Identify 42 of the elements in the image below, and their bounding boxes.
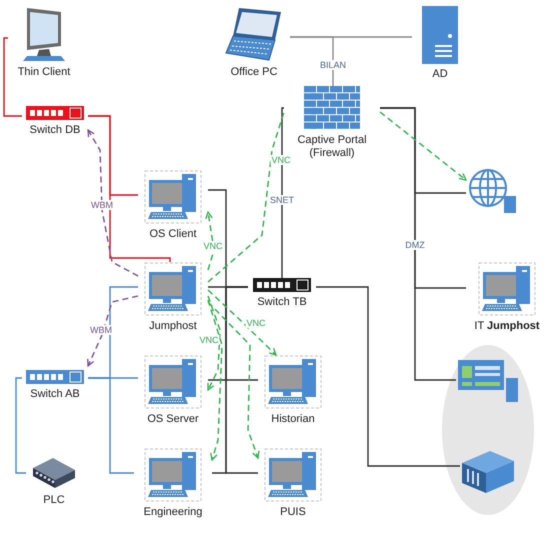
connection-line bbox=[3, 37, 22, 117]
node-label: OS Client bbox=[149, 228, 197, 241]
node-label: PUIS bbox=[280, 506, 306, 519]
connection-line bbox=[225, 286, 258, 474]
node-label: Switch AB bbox=[30, 388, 80, 401]
dashed-arrow bbox=[87, 129, 138, 277]
dashed-arrow bbox=[207, 296, 221, 391]
node-label: Switch DB bbox=[30, 124, 80, 137]
dashed-arrow bbox=[208, 302, 260, 459]
connection-line bbox=[88, 377, 134, 474]
edge-label: VNC bbox=[246, 318, 266, 328]
node-label: Switch TB bbox=[257, 296, 307, 309]
edge-label: DMZ bbox=[404, 240, 426, 250]
edge-label: SNET bbox=[269, 195, 295, 205]
connection-line bbox=[316, 286, 460, 467]
node-label: IT Jumphost bbox=[474, 320, 540, 333]
node-label: Jumphost bbox=[149, 320, 197, 333]
connection-line bbox=[15, 377, 26, 474]
node-label: OS Server bbox=[147, 413, 199, 426]
connection-line bbox=[281, 107, 284, 278]
dashed-arrow bbox=[207, 300, 223, 461]
node-label: PLC bbox=[43, 494, 65, 507]
connection-line bbox=[290, 36, 334, 86]
node-label: Engineering bbox=[144, 506, 202, 519]
edge-label: WBM bbox=[90, 200, 114, 210]
node-label: Historian bbox=[271, 413, 315, 426]
connection-line bbox=[380, 107, 456, 381]
dashed-arrow bbox=[87, 295, 138, 367]
dashed-arrow bbox=[208, 289, 277, 356]
node-label: Thin Client bbox=[18, 66, 70, 79]
edge-label: WBM bbox=[89, 325, 113, 335]
node-label: Office PC bbox=[230, 66, 278, 79]
node-label: Captive Portal (Firewall) bbox=[296, 134, 368, 160]
dashed-arrow bbox=[380, 111, 467, 181]
dashed-arrow bbox=[205, 211, 215, 270]
edge-label: VNC bbox=[198, 335, 220, 345]
connection-line bbox=[208, 112, 285, 283]
edge-label: BILAN bbox=[319, 60, 347, 70]
node-label: AD bbox=[432, 68, 448, 81]
connection-line bbox=[88, 115, 171, 262]
edge-label: VNC bbox=[270, 155, 292, 165]
edge-label: VNC bbox=[202, 241, 224, 251]
